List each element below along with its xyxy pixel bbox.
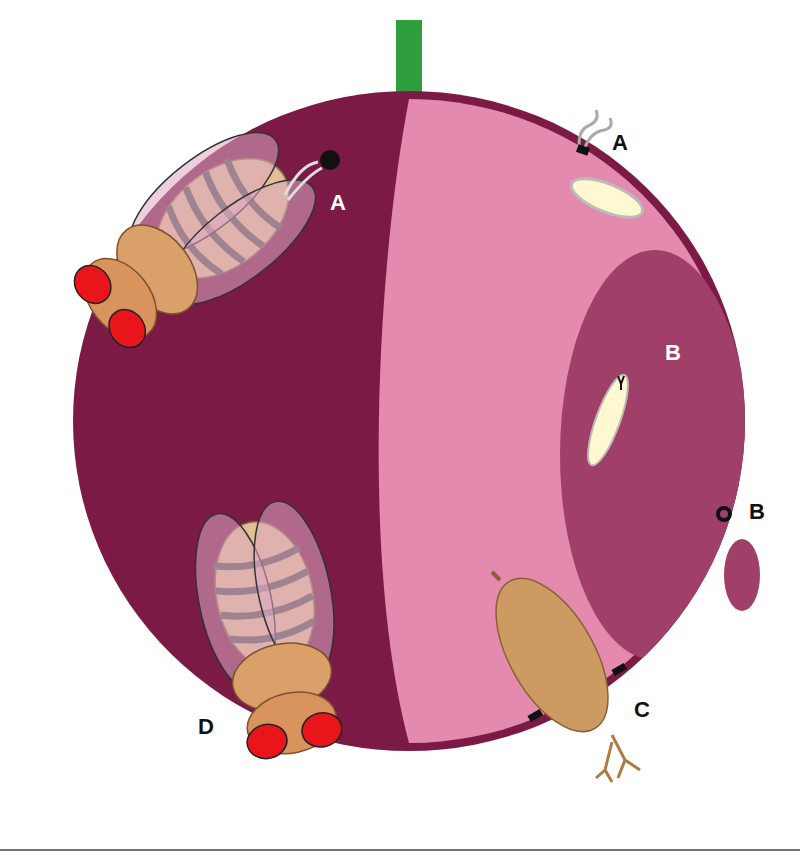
callout-letter: A [330, 192, 346, 214]
callout-letter: A [612, 132, 628, 154]
callout-letter: D [198, 716, 214, 738]
callout-letter: B [665, 342, 681, 364]
callout-letter: B [749, 501, 765, 523]
callout-letter: C [634, 699, 650, 721]
